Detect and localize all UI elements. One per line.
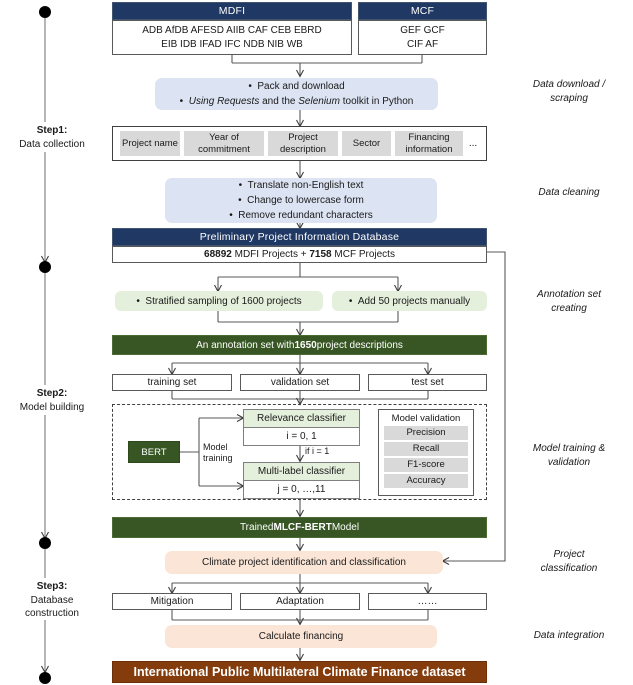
step1-title: Step1:	[36, 125, 68, 136]
category-adaptation: Adaptation	[240, 593, 360, 610]
cleaning-bullet-3: • Remove redundant characters	[229, 210, 373, 221]
cleaning-bullet-1: • Translate non-English text	[238, 180, 364, 191]
manual-add-box: • Add 50 projects manually	[332, 291, 487, 311]
field-chip-year-of-commitment: Year of commitment	[184, 131, 264, 156]
stage-label-data-cleaning: Data cleaning	[538, 187, 600, 198]
download-bullet-1: • Pack and download	[248, 81, 345, 92]
step2-subtitle: Model building	[19, 401, 85, 413]
step3-subtitle-2: construction	[25, 608, 79, 619]
cleaning-bullet-2: • Change to lowercase form	[238, 195, 364, 206]
count-mcf: 7158	[309, 248, 332, 260]
preliminary-db-counts: 68892 MDFI Projects + 7158 MCF Projects	[112, 246, 487, 263]
mcf-line-1: GEF GCF	[400, 24, 445, 36]
stage-label-model-training: Model training &validation	[532, 443, 606, 468]
bert-box: BERT	[128, 441, 180, 463]
stage-label-data-download: Data download /scraping	[532, 79, 606, 104]
step1-subtitle: Data collection	[19, 138, 85, 150]
mcf-body: GEF GCF CIF AF	[358, 20, 487, 55]
stratified-sampling-box: • Stratified sampling of 1600 projects	[115, 291, 323, 311]
model-validation-title: Model validation	[391, 413, 461, 424]
metric-f1-score: F1-score	[384, 458, 468, 472]
if-condition-label: if i = 1	[305, 446, 330, 456]
field-chip-project-description: Project description	[268, 131, 338, 156]
relevance-classifier-title: Relevance classifier	[243, 409, 360, 428]
mdfi-header: MDFI	[112, 2, 352, 20]
category-other: ……	[368, 593, 487, 610]
classification-box: Climate project identification and class…	[165, 551, 443, 574]
metric-accuracy: Accuracy	[384, 474, 468, 488]
metric-recall: Recall	[384, 442, 468, 456]
preliminary-db-header: Preliminary Project Information Database	[112, 228, 487, 246]
mcf-line-2: CIF AF	[406, 38, 439, 50]
field-chip-sector: Sector	[342, 131, 391, 156]
field-chip-financing-information: Financing information	[395, 131, 463, 156]
final-dataset-box: International Public Multilateral Climat…	[112, 661, 487, 683]
calculate-financing-box: Calculate financing	[165, 625, 437, 648]
step-label-3: Step3: Database construction	[0, 580, 104, 621]
category-mitigation: Mitigation	[112, 593, 232, 610]
mdfi-body: ADB AfDB AFESD AIIB CAF CEB EBRD EIB IDB…	[112, 20, 352, 55]
step-label-1: Step1: Data collection	[0, 124, 104, 151]
stage-label-data-integration: Data integration	[533, 630, 605, 641]
model-validation-panel: Model validation Precision Recall F1-sco…	[378, 409, 474, 496]
step3-subtitle: Database	[30, 594, 74, 606]
step3-title: Step3:	[36, 581, 68, 592]
download-step-box: • Pack and download • Using Requests and…	[155, 78, 438, 110]
relevance-classifier-range: i = 0, 1	[243, 428, 360, 446]
multilabel-classifier-range: j = 0, …,11	[243, 481, 360, 499]
cleaning-step-box: • Translate non-English text • Change to…	[165, 178, 437, 223]
step2-title: Step2:	[36, 388, 68, 399]
field-ellipsis: ...	[468, 138, 478, 149]
training-set-box: training set	[112, 374, 232, 391]
validation-set-box: validation set	[240, 374, 360, 391]
trained-model-box: Trained MLCF-BERT Model	[112, 517, 487, 538]
mcf-header: MCF	[358, 2, 487, 20]
annotation-set-box: An annotation set with 1650 project desc…	[112, 335, 487, 355]
label-mcf: MCF Projects	[331, 248, 395, 260]
test-set-box: test set	[368, 374, 487, 391]
label-mdfi: MDFI Projects +	[231, 248, 310, 260]
relevance-classifier: Relevance classifier i = 0, 1	[243, 409, 360, 446]
mdfi-line-2: EIB IDB IFAD IFC NDB NIB WB	[161, 38, 303, 50]
multilabel-classifier-title: Multi-label classifier	[243, 462, 360, 481]
multilabel-classifier: Multi-label classifier j = 0, …,11	[243, 462, 360, 499]
metric-precision: Precision	[384, 426, 468, 440]
mdfi-line-1: ADB AfDB AFESD AIIB CAF CEB EBRD	[142, 24, 322, 36]
step-label-2: Step2: Model building	[0, 387, 104, 414]
field-chip-project-name: Project name	[120, 131, 180, 156]
model-training-block	[112, 404, 487, 500]
count-mdfi: 68892	[204, 248, 232, 260]
download-bullet-2: • Using Requests and the Selenium toolki…	[179, 96, 414, 107]
